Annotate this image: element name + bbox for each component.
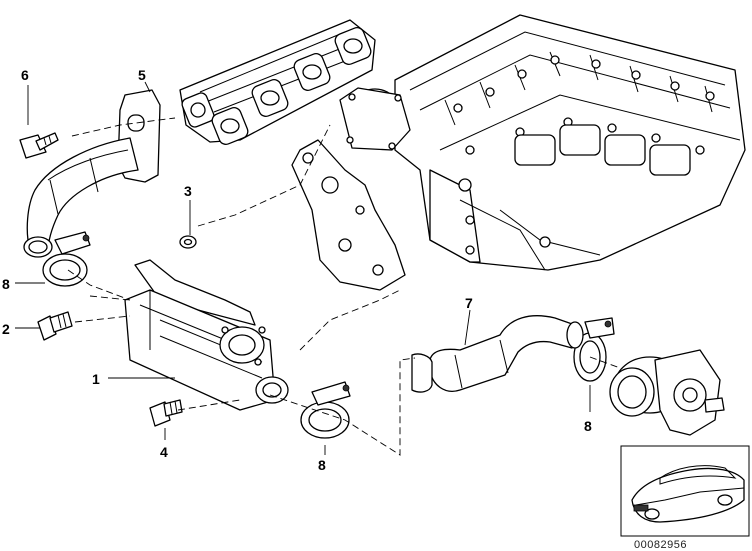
bolt-4 [149, 399, 183, 427]
callout-8-right: 8 [584, 418, 592, 434]
callout-6: 6 [21, 67, 29, 83]
callout-8-left: 8 [2, 276, 10, 292]
callout-2: 2 [2, 321, 10, 337]
exhaust-manifold [179, 19, 376, 145]
relation-lines [67, 117, 621, 456]
hose-clamp-center [300, 381, 351, 439]
hose-clamp-left [42, 231, 91, 287]
callout-5: 5 [138, 67, 146, 83]
egr-pipe-5 [23, 89, 161, 258]
cylinder-head-assembly [339, 14, 746, 271]
callout-4: 4 [160, 444, 168, 460]
document-number: 00082956 [634, 539, 687, 551]
vehicle-locator-thumbnail [620, 445, 750, 537]
leader-lines [15, 81, 591, 455]
callout-3: 3 [184, 183, 192, 199]
bolt-6 [19, 132, 59, 159]
mounting-bracket [291, 139, 406, 291]
callout-7: 7 [465, 295, 473, 311]
egr-pipe-7 [411, 315, 584, 393]
callouts: 6 5 3 8 2 1 4 7 8 8 [2, 67, 592, 473]
bolt-2 [37, 311, 73, 341]
egr-cooler-1 [124, 259, 289, 411]
egr-valve [609, 349, 725, 436]
washer-3 [179, 235, 197, 249]
callout-8-center: 8 [318, 457, 326, 473]
callout-1: 1 [92, 371, 100, 387]
